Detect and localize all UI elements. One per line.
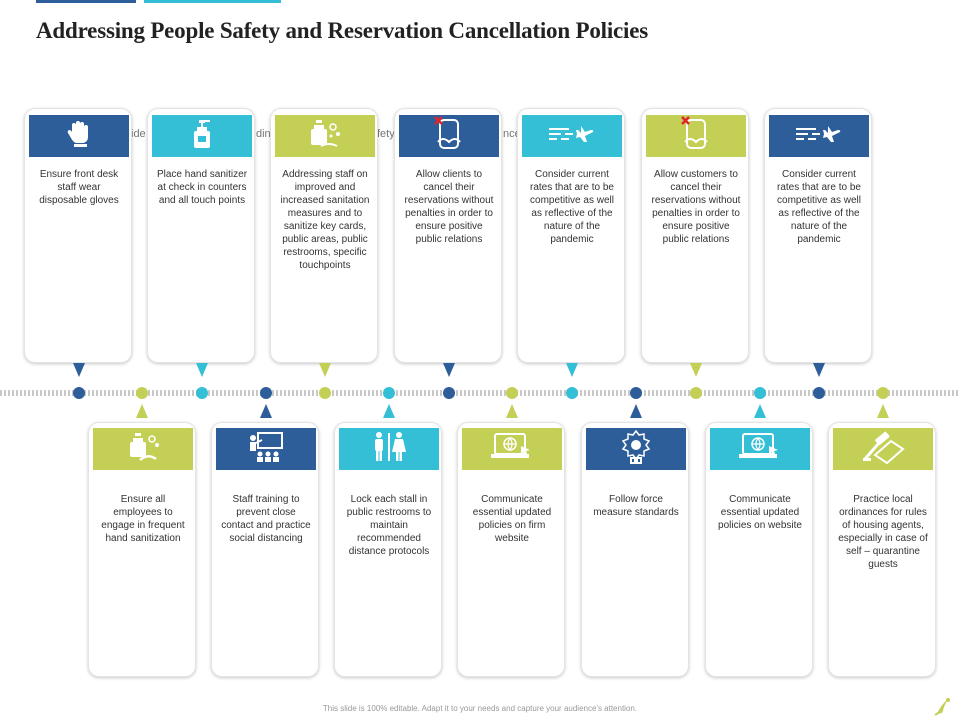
pointer-down <box>690 363 702 377</box>
bottom-card: Practice local ordinances for rules of h… <box>828 422 936 677</box>
timeline-dot <box>566 387 578 399</box>
card-text: Communicate essential updated policies o… <box>718 494 802 531</box>
top-card: Consider current rates that are to be co… <box>764 108 872 363</box>
pointer-down <box>196 363 208 377</box>
timeline-dot <box>383 387 395 399</box>
top-card: Ensure front desk staff wear disposable … <box>24 108 132 363</box>
card-banner <box>462 428 562 470</box>
card-banner <box>339 428 439 470</box>
card-text: Allow clients to cancel their reservatio… <box>404 169 494 245</box>
sanitation-spray-icon <box>307 118 343 155</box>
flight-rates-icon <box>794 122 844 151</box>
card-banner <box>833 428 933 470</box>
brand-logo-icon <box>934 696 952 721</box>
pointer-up <box>506 404 518 418</box>
timeline-line <box>0 390 960 396</box>
hand-wash-icon <box>125 431 161 468</box>
card-banner <box>399 115 499 157</box>
footer-note: This slide is 100% editable. Adapt it to… <box>322 704 638 713</box>
top-card: Consider current rates that are to be co… <box>517 108 625 363</box>
timeline-dot <box>443 387 455 399</box>
card-banner <box>93 428 193 470</box>
force-measure-icon <box>618 429 654 470</box>
card-banner <box>152 115 252 157</box>
cancel-reservation-icon <box>434 115 464 157</box>
top-accent-bar-left <box>36 0 136 3</box>
top-card: Addressing staff on improved and increas… <box>270 108 378 363</box>
card-text: Practice local ordinances for rules of h… <box>838 494 928 570</box>
bottom-card: Staff training to prevent close contact … <box>211 422 319 677</box>
pointer-down <box>319 363 331 377</box>
pointer-down <box>443 363 455 377</box>
card-text: Allow customers to cancel their reservat… <box>651 169 741 245</box>
ghost-text: fety <box>377 128 395 140</box>
page-title: Addressing People Safety and Reservation… <box>36 18 648 43</box>
card-banner <box>710 428 810 470</box>
card-banner <box>522 115 622 157</box>
card-text: Place hand sanitizer at check in counter… <box>156 169 248 206</box>
bottom-card: Communicate essential updated policies o… <box>457 422 565 677</box>
timeline-dot <box>506 387 518 399</box>
restroom-icon <box>369 431 409 468</box>
top-card: Place hand sanitizer at check in counter… <box>147 108 255 363</box>
card-text: Staff training to prevent close contact … <box>221 494 311 544</box>
card-banner <box>769 115 869 157</box>
pointer-down <box>73 363 85 377</box>
top-accent-bar-right <box>144 0 281 3</box>
card-banner <box>216 428 316 470</box>
timeline-dot <box>196 387 208 399</box>
card-banner <box>29 115 129 157</box>
cancel-reservation-icon <box>681 115 711 157</box>
timeline-dot <box>813 387 825 399</box>
card-banner <box>275 115 375 157</box>
bottom-card: Lock each stall in public restrooms to m… <box>334 422 442 677</box>
pointer-up <box>877 404 889 418</box>
bottom-card: Communicate essential updated policies o… <box>705 422 813 677</box>
card-banner <box>586 428 686 470</box>
pointer-up <box>630 404 642 418</box>
timeline-dot <box>136 387 148 399</box>
top-card: Allow clients to cancel their reservatio… <box>394 108 502 363</box>
card-text: Lock each stall in public restrooms to m… <box>346 494 432 557</box>
card-text: Consider current rates that are to be co… <box>530 169 614 245</box>
glove-icon <box>64 119 94 154</box>
ghost-text: nce <box>503 128 521 140</box>
ghost-text: ide <box>131 128 146 140</box>
website-icon <box>490 432 534 467</box>
timeline-dot <box>319 387 331 399</box>
hand-sanitizer-icon <box>189 118 215 155</box>
pointer-up <box>383 404 395 418</box>
card-text: Communicate essential updated policies o… <box>472 494 552 544</box>
website-icon <box>738 432 782 467</box>
staff-training-icon <box>247 431 285 468</box>
card-text: Ensure all employees to engage in freque… <box>101 494 185 544</box>
card-text: Ensure front desk staff wear disposable … <box>39 169 119 206</box>
timeline-dot <box>877 387 889 399</box>
bottom-card: Follow force measure standards <box>581 422 689 677</box>
pointer-up <box>260 404 272 418</box>
timeline-dot <box>630 387 642 399</box>
card-text: Consider current rates that are to be co… <box>777 169 861 245</box>
bottom-card: Ensure all employees to engage in freque… <box>88 422 196 677</box>
pointer-up <box>136 404 148 418</box>
card-text: Addressing staff on improved and increas… <box>280 169 370 271</box>
pointer-up <box>754 404 766 418</box>
flight-rates-icon <box>547 122 597 151</box>
timeline-dot <box>73 387 85 399</box>
gavel-icon <box>861 429 905 470</box>
timeline-dot <box>754 387 766 399</box>
card-banner <box>646 115 746 157</box>
timeline-dot <box>260 387 272 399</box>
timeline-dot <box>690 387 702 399</box>
pointer-down <box>566 363 578 377</box>
top-card: Allow customers to cancel their reservat… <box>641 108 749 363</box>
card-text: Follow force measure standards <box>593 494 679 518</box>
pointer-down <box>813 363 825 377</box>
